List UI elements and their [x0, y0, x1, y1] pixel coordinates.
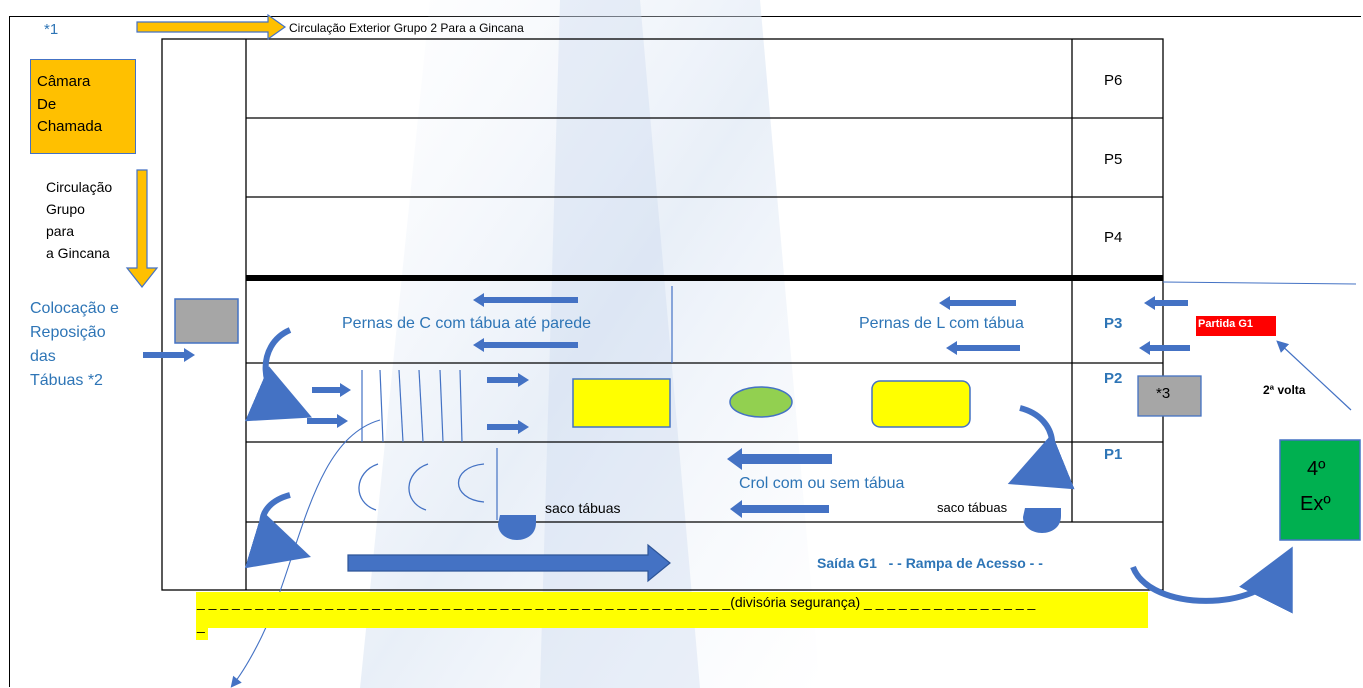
exit-label: Saída G1 - - Rampa de Acesso - -	[817, 555, 1043, 571]
lane-label-p3: P3	[1104, 315, 1123, 332]
circulation-line-2: Grupo	[46, 201, 85, 217]
call-room-line-2: De	[37, 96, 57, 113]
green-ellipse-obstacle	[729, 386, 793, 418]
obstacle-line	[418, 369, 424, 443]
hoop-icon	[408, 463, 429, 511]
p3-guide-line	[1162, 281, 1357, 285]
pool-outline	[161, 38, 1164, 591]
board-bag-icon	[498, 515, 536, 540]
lane3-left-label: Pernas de C com tábua até parede	[342, 315, 592, 332]
second-lap-arrow	[1276, 340, 1352, 411]
lane-label-p4: P4	[1104, 229, 1123, 246]
obstacle-line	[439, 369, 444, 443]
marker-3-box	[1137, 375, 1202, 417]
turn-arrow-right	[1007, 405, 1075, 490]
curve-line	[230, 419, 381, 688]
yellow-rect-obstacle	[572, 378, 671, 428]
boards-arrow	[143, 348, 195, 362]
lane2-arrow	[307, 414, 348, 428]
board-bag-left-label: saco tábuas	[545, 500, 621, 516]
start-arrow	[1139, 341, 1190, 355]
boards-placement-line-4: Tábuas *2	[30, 372, 103, 389]
marker-1: *1	[44, 21, 59, 38]
lane-label-p2: P2	[1104, 370, 1123, 387]
start-g1-label: Partida G1	[1198, 318, 1254, 330]
boards-placement-line-2: Reposição	[30, 324, 106, 341]
exercise-line-2: Exº	[1300, 493, 1331, 515]
safety-divider-label: _ _ _ _ _ _ _ _ _ _ _ _ _ _ _ _ _ _ _ _ …	[197, 594, 1036, 610]
exit-arrow	[347, 543, 671, 583]
yellow-rounded-obstacle	[871, 380, 971, 428]
board-bag-icon	[1023, 508, 1061, 533]
second-lap-label: 2ª volta	[1263, 383, 1306, 397]
call-room-line-3: Chamada	[37, 118, 103, 135]
lane-label-p5: P5	[1104, 151, 1123, 168]
lane1-arrow	[730, 500, 829, 518]
lane2-arrow	[312, 383, 351, 397]
obstacle-line	[398, 369, 404, 443]
start-g1-box	[1196, 316, 1276, 336]
obstacle-line	[459, 369, 463, 443]
safety-divider-band	[196, 592, 1148, 628]
top-orange-arrow	[136, 13, 287, 41]
hoop-icon	[458, 463, 485, 503]
safety-divider-tail-band	[196, 628, 208, 640]
boards-placement-line-1: Colocação e	[30, 300, 119, 317]
lane-label-p6: P6	[1104, 72, 1123, 89]
lane2-arrow	[487, 420, 529, 434]
hoop-icon	[358, 463, 379, 511]
circulation-line-4: a Gincana	[46, 245, 110, 261]
marker-3-label: *3	[1156, 385, 1171, 402]
lane1-label: Crol com ou sem tábua	[739, 475, 905, 492]
obstacle-line	[379, 369, 384, 443]
top-circulation-label: Circulação Exterior Grupo 2 Para a Ginca…	[289, 21, 524, 35]
call-room-line-1: Câmara	[37, 73, 91, 90]
board-bag-right-label: saco tábuas	[937, 500, 1008, 515]
safety-divider-tail: _	[197, 617, 205, 633]
circulation-line-1: Circulação	[46, 179, 113, 195]
start-arrow	[1144, 296, 1188, 310]
lane2-arrow	[487, 373, 529, 387]
lane3-arrow	[473, 338, 578, 352]
call-room-box	[30, 59, 136, 154]
vertical-orange-arrow	[125, 169, 159, 288]
lane-label-p1: P1	[1104, 446, 1123, 463]
boards-box	[174, 298, 239, 344]
exercise-line-1: 4º	[1307, 458, 1326, 480]
circulation-line-3: para	[46, 223, 75, 239]
turn-arrow-top-left	[245, 327, 313, 422]
turn-arrow-bottom-left	[244, 492, 311, 569]
boards-placement-line-3: das	[30, 348, 56, 365]
lane3-arrow	[939, 296, 1016, 310]
lane3-arrow	[946, 341, 1020, 355]
lane3-right-label: Pernas de L com tábua	[859, 315, 1024, 332]
lane3-arrow	[473, 293, 578, 307]
lane1-arrow	[727, 448, 832, 470]
exit-arc-arrow	[1130, 546, 1293, 614]
exercise-box	[1279, 439, 1361, 541]
